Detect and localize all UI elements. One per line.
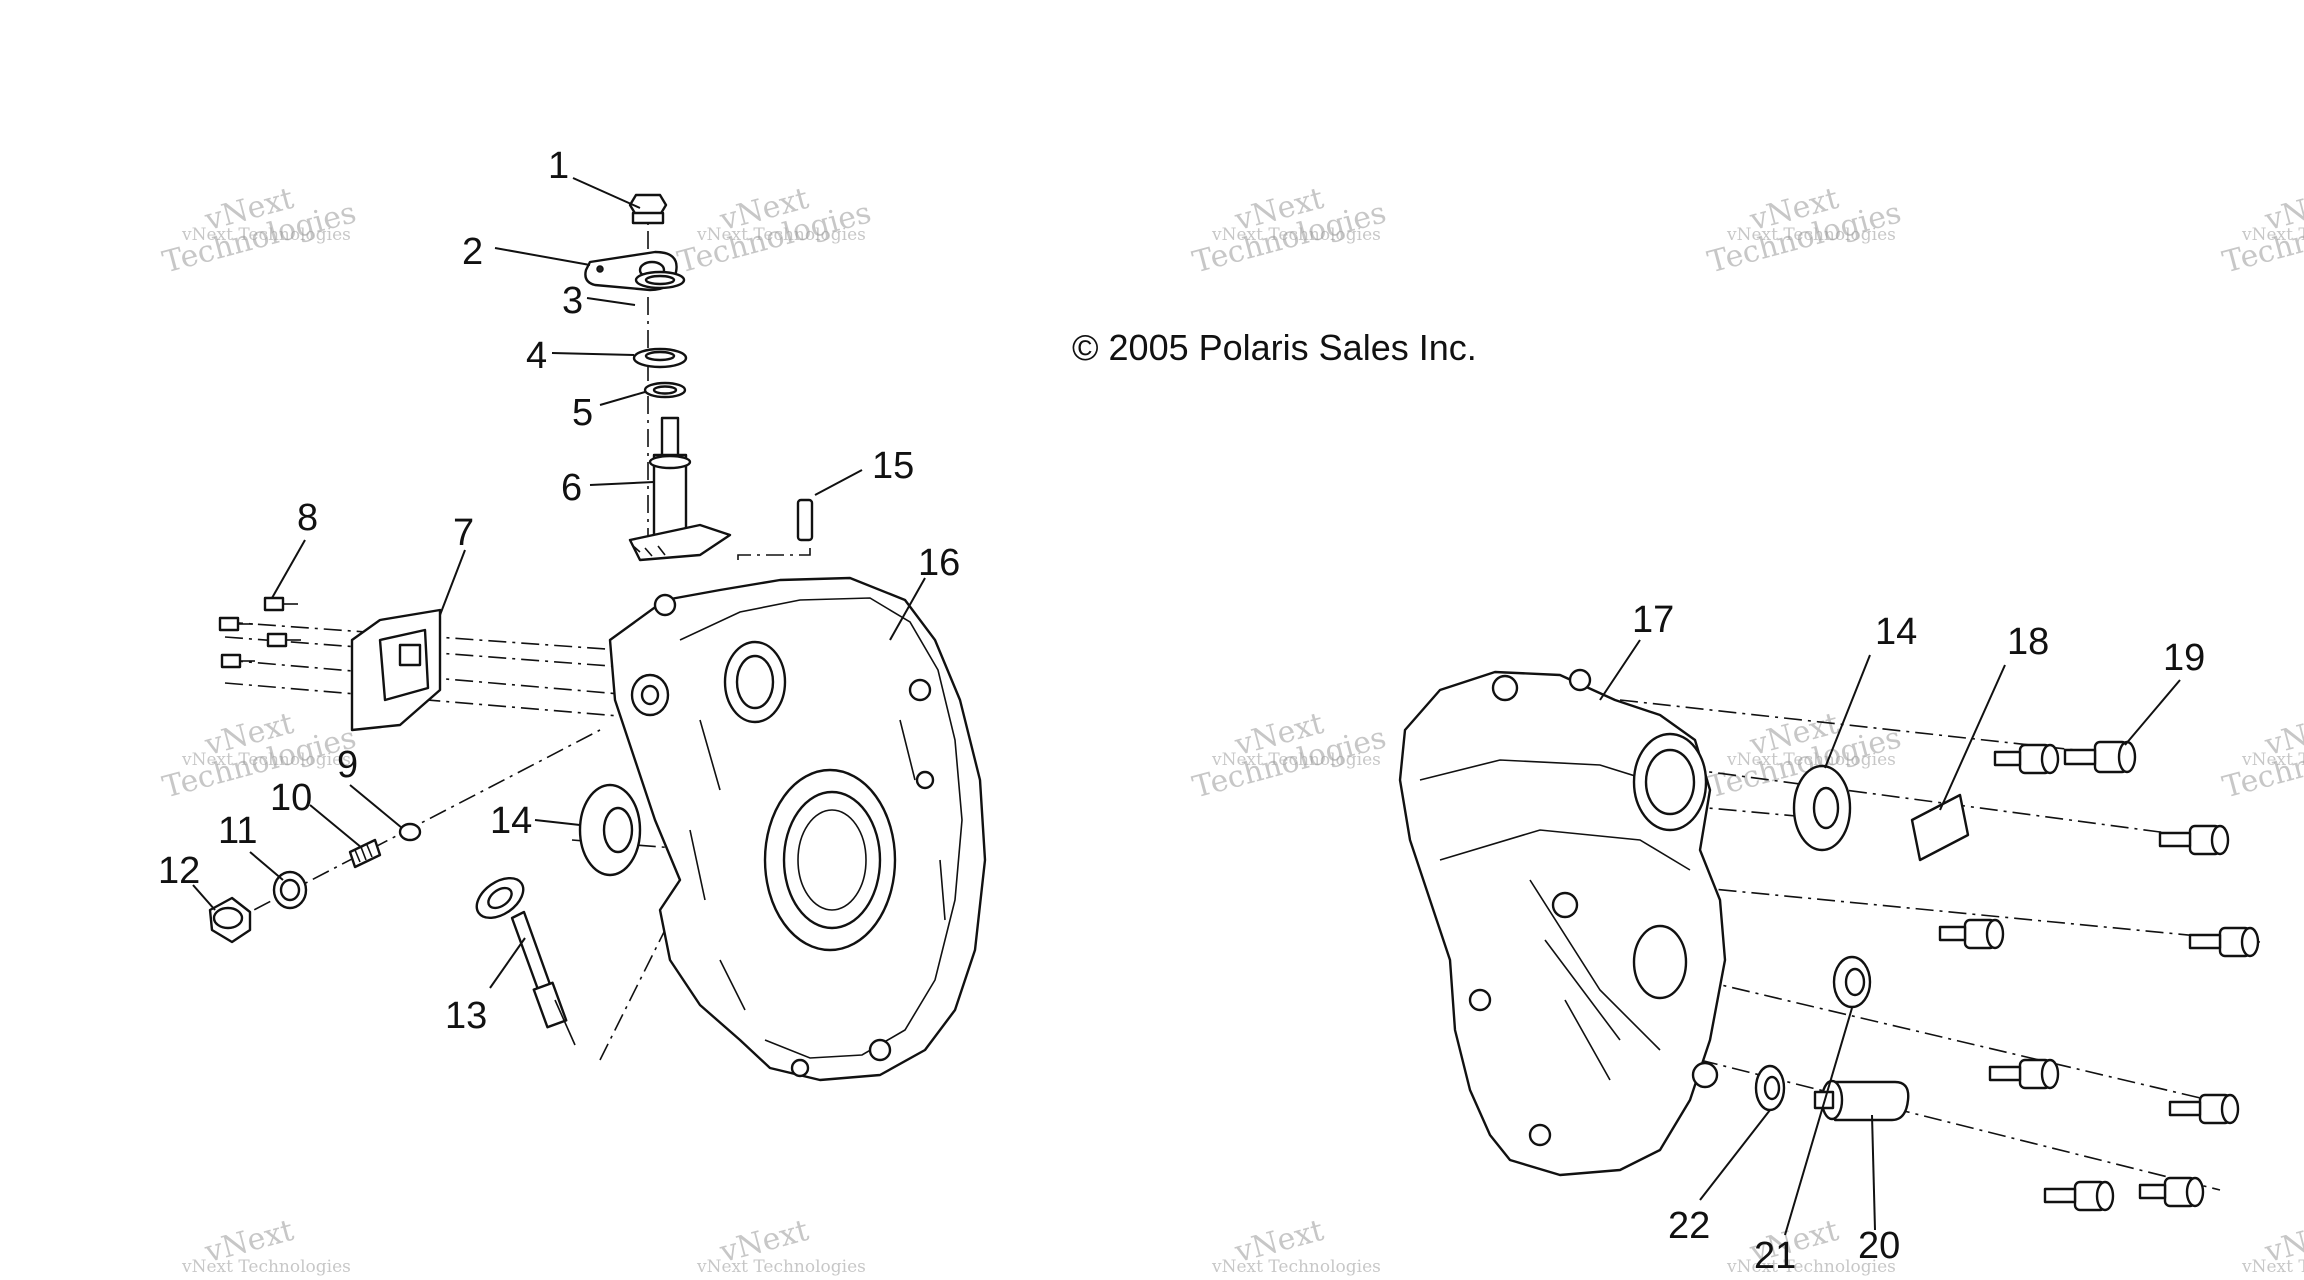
watermark: vNext Technologies vNext — [181, 1213, 351, 1277]
callout-10: 10 — [270, 777, 312, 819]
part-10-spring — [348, 838, 382, 869]
part-19-bolts — [1938, 740, 2260, 1212]
watermark: vNext Technologies vNext Technologies — [159, 181, 360, 281]
callout-labels: 1 2 3 4 5 6 7 8 9 10 11 12 13 14 15 16 1… — [158, 145, 2205, 1277]
callout-22: 22 — [1668, 1205, 1710, 1247]
watermark: vNext Technologies vNext — [1211, 1213, 1381, 1277]
watermark: vNext Technologies vNext Technologies — [159, 706, 360, 806]
part-22-washer — [1754, 1064, 1786, 1112]
watermark-small-text: vNext Technologies — [1211, 225, 1381, 245]
part-1-nut — [628, 193, 668, 225]
callout-18: 18 — [2007, 621, 2049, 663]
callout-4: 4 — [526, 335, 547, 377]
callout-17: 17 — [1632, 599, 1674, 641]
watermark-small-text: vNext Technologies — [181, 1257, 351, 1277]
callout-20: 20 — [1858, 1225, 1900, 1267]
callout-7: 7 — [453, 512, 474, 554]
callout-5: 5 — [572, 392, 593, 434]
watermark: vNext Technologies vNext — [2241, 1213, 2304, 1277]
part-17-housing-right — [1398, 668, 1727, 1177]
part-18-label — [1910, 793, 1970, 862]
part-8-bolts — [218, 596, 301, 669]
watermark: vNext Technologies vNext — [696, 1213, 866, 1277]
callout-6: 6 — [561, 467, 582, 509]
part-15-dowel-pin — [796, 498, 814, 542]
watermark-small-text: vNext Technologies — [2241, 1257, 2304, 1277]
watermark-small-text: vNext Technologies — [181, 750, 351, 770]
watermark-small-text: vNext Technologies — [1211, 1257, 1381, 1277]
part-12-plug — [208, 896, 252, 944]
watermark: vNext Technologies vNext Technologies — [1189, 706, 1390, 806]
part-16-housing-left — [608, 576, 987, 1082]
part-5-seal — [643, 381, 687, 399]
watermark: vNext Technologies vNext Technologies — [1704, 181, 1905, 281]
watermark-small-text: vNext Technologies — [2241, 225, 2304, 245]
callout-19: 19 — [2163, 637, 2205, 679]
watermark-small-text: vNext Technologies — [696, 225, 866, 245]
part-21-washer — [1832, 955, 1872, 1009]
watermark-small-text: vNext Technologies — [2241, 750, 2304, 770]
watermark-small-text: vNext Technologies — [1726, 225, 1896, 245]
callout-3: 3 — [562, 280, 583, 322]
part-11-washer — [272, 870, 308, 910]
part-14-seal-right — [1792, 764, 1852, 852]
part-14-seal-left — [578, 783, 642, 877]
callout-1: 1 — [548, 145, 569, 187]
part-3-washer — [634, 270, 686, 290]
callout-9: 9 — [337, 744, 358, 786]
part-13-dipstick — [475, 876, 576, 1046]
watermark: vNext Technologies vNext Technologies — [674, 181, 875, 281]
callout-2: 2 — [462, 231, 483, 273]
callout-16: 16 — [918, 542, 960, 584]
callout-12: 12 — [158, 850, 200, 892]
callout-14-right: 14 — [1875, 611, 1917, 653]
watermark: vNext Technologies vNext Technologies — [1189, 181, 1390, 281]
watermark-small-text: vNext Technologies — [1726, 750, 1896, 770]
leader-lines — [192, 177, 2181, 1236]
callout-13: 13 — [445, 995, 487, 1037]
watermark-small-text: vNext Technologies — [1726, 1257, 1896, 1277]
watermark-small-text: vNext Technologies — [181, 225, 351, 245]
watermark-small-text: vNext Technologies — [696, 1257, 866, 1277]
watermark: vNext Technologies vNext — [1726, 1213, 1896, 1277]
callout-14-left: 14 — [490, 800, 532, 842]
callout-8: 8 — [297, 497, 318, 539]
part-7-bracket — [350, 608, 442, 732]
watermark: vNext Technologies vNext Technologies — [2219, 706, 2304, 806]
callout-15: 15 — [872, 445, 914, 487]
part-9-ball — [398, 822, 422, 842]
callout-11: 11 — [218, 810, 257, 852]
copyright-text: © 2005 Polaris Sales Inc. — [1072, 327, 1477, 368]
callout-21: 21 — [1754, 1235, 1796, 1277]
part-4-washer — [632, 347, 688, 369]
part-6-shift-shaft — [628, 416, 732, 562]
watermark: vNext Technologies vNext Technologies — [2219, 181, 2304, 281]
watermark-small-text: vNext Technologies — [1211, 750, 1381, 770]
